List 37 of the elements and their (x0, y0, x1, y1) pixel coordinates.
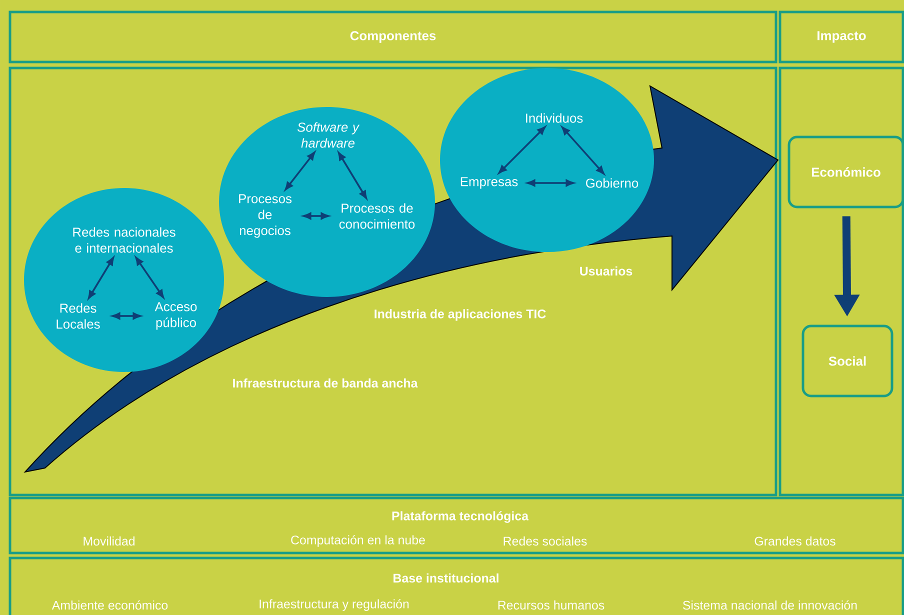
bubble-text: Acceso público (154, 302, 197, 330)
bubble-text: Redes Locales (56, 303, 100, 329)
arrow (88, 257, 114, 299)
header-box: Impacto (778, 10, 904, 64)
band-item: Recursos humanos (498, 600, 604, 610)
band-item: Sistema nacional de innovación (683, 600, 857, 610)
bubble (24, 188, 224, 372)
band-item: Ambiente económico (52, 600, 168, 610)
header-box: Componentes (8, 10, 778, 64)
bubble-text: Procesos de conocimiento (339, 203, 415, 229)
bubble-text: Redes nacionales e internacionales (73, 227, 176, 253)
bubble-text: Procesos de negocios (239, 194, 292, 238)
band-item: Redes sociales (504, 536, 587, 546)
arrow (562, 126, 604, 174)
arrow (527, 180, 574, 186)
panel-box (778, 66, 904, 496)
bubble-text: Empresas (460, 177, 518, 189)
arrow (135, 256, 164, 298)
bubble (440, 68, 654, 252)
bubble-text: Software y hardware (297, 122, 360, 148)
arrow (303, 212, 329, 220)
arrow-label: Industria de aplicaciones TIC (374, 309, 546, 321)
arrow (112, 312, 141, 320)
bubble-text: Individuos (526, 113, 583, 123)
impact-box: Social (802, 324, 894, 398)
bubble-text: Gobierno (586, 178, 638, 188)
arrow (498, 126, 546, 174)
arrow (338, 152, 368, 199)
band-item: Movilidad (84, 536, 134, 546)
arrow-label: Infraestructura de banda ancha (233, 378, 418, 388)
band-item: Grandes datos (754, 536, 836, 546)
band-item: Infraestructura y regulación (260, 599, 409, 611)
impact-box: Económico (788, 136, 904, 208)
bubble (219, 107, 435, 297)
band-item: Computación en la nube (291, 535, 425, 547)
arrow-label: Usuarios (580, 266, 632, 276)
arrow (284, 152, 316, 190)
